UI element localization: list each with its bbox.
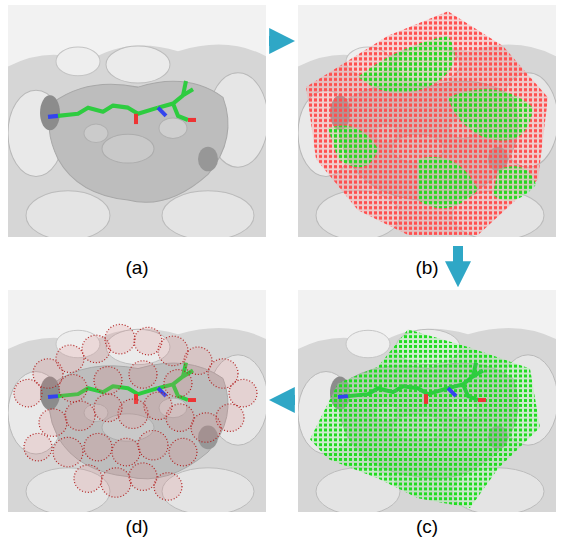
protein-surface (298, 290, 556, 512)
surface-panel: (c) (298, 290, 556, 512)
flow-arrow (453, 246, 463, 269)
surface-panel: (a) (8, 5, 266, 237)
panel-label: (a) (8, 257, 266, 279)
flow-arrow (269, 36, 277, 46)
protein-surface (298, 5, 556, 237)
surface-panel: (d) (8, 290, 266, 512)
protein-surface (8, 5, 266, 237)
panel-label: (c) (298, 516, 556, 538)
panel-label: (b) (298, 257, 556, 279)
flow-arrow (287, 395, 295, 405)
panel-label: (d) (8, 516, 266, 538)
protein-surface (8, 290, 266, 512)
surface-panel: (b) (298, 5, 556, 237)
